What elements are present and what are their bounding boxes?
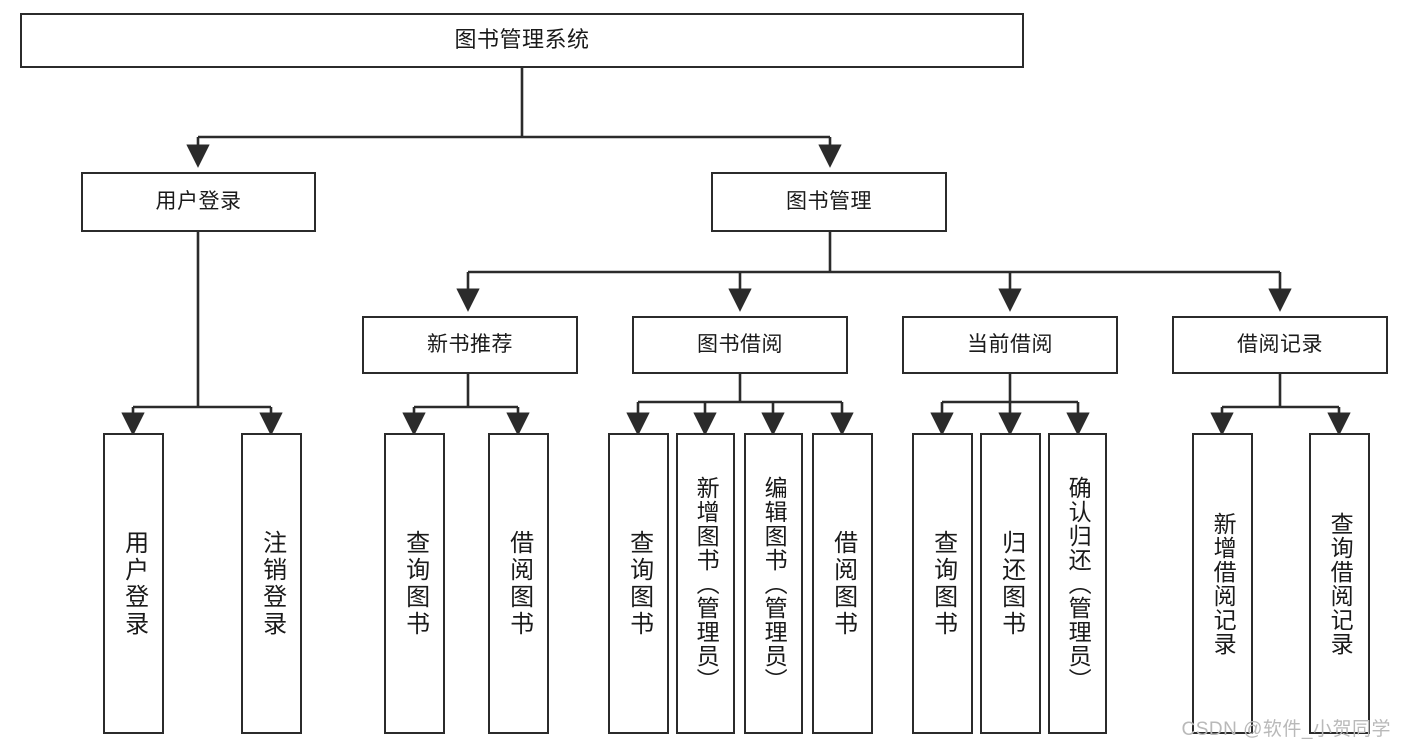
node-leaf-borrow-book-1[interactable]: 借阅图书	[488, 433, 549, 734]
node-label: 查询图书	[401, 529, 429, 638]
watermark-text: CSDN @软件_小贺同学	[1181, 719, 1391, 740]
node-label: 借阅图书	[829, 529, 857, 638]
node-leaf-confirm-return[interactable]: 确认归还（管理员）	[1048, 433, 1107, 734]
node-label: 用户登录	[155, 190, 242, 214]
node-label: 查询图书	[929, 529, 957, 638]
node-leaf-user-login[interactable]: 用户登录	[103, 433, 164, 734]
node-label: 查询图书	[625, 529, 653, 638]
node-leaf-add-record[interactable]: 新增借阅记录	[1192, 433, 1253, 734]
node-leaf-return-book[interactable]: 归还图书	[980, 433, 1041, 734]
node-leaf-query-record[interactable]: 查询借阅记录	[1309, 433, 1370, 734]
node-label: 新增图书（管理员）	[693, 475, 720, 692]
node-label: 图书管理系统	[454, 27, 590, 53]
node-label: 确认归还（管理员）	[1065, 475, 1092, 692]
node-leaf-query-book-3[interactable]: 查询图书	[912, 433, 973, 734]
node-label: 图书借阅	[697, 333, 783, 357]
node-leaf-query-book-2[interactable]: 查询图书	[608, 433, 669, 734]
node-user-login[interactable]: 用户登录	[81, 172, 316, 232]
node-borrow-record[interactable]: 借阅记录	[1172, 316, 1388, 374]
node-label: 归还图书	[997, 529, 1025, 638]
node-new-book-recommend[interactable]: 新书推荐	[362, 316, 578, 374]
node-leaf-borrow-book-2[interactable]: 借阅图书	[812, 433, 873, 734]
node-label: 借阅图书	[505, 529, 533, 638]
node-leaf-query-book-1[interactable]: 查询图书	[384, 433, 445, 734]
node-label: 查询借阅记录	[1327, 511, 1354, 656]
node-label: 图书管理	[786, 190, 872, 214]
node-label: 注销登录	[258, 529, 286, 638]
node-current-borrow[interactable]: 当前借阅	[902, 316, 1118, 374]
node-root[interactable]: 图书管理系统	[20, 13, 1024, 68]
node-label: 当前借阅	[967, 333, 1053, 357]
node-label: 编辑图书（管理员）	[761, 475, 788, 692]
node-label: 借阅记录	[1237, 333, 1323, 357]
node-label: 新增借阅记录	[1210, 511, 1237, 656]
node-label: 用户登录	[120, 529, 148, 638]
node-book-borrow[interactable]: 图书借阅	[632, 316, 848, 374]
node-leaf-add-book[interactable]: 新增图书（管理员）	[676, 433, 735, 734]
node-book-management[interactable]: 图书管理	[711, 172, 947, 232]
node-label: 新书推荐	[427, 333, 513, 357]
node-leaf-logout-login[interactable]: 注销登录	[241, 433, 302, 734]
node-leaf-edit-book[interactable]: 编辑图书（管理员）	[744, 433, 803, 734]
